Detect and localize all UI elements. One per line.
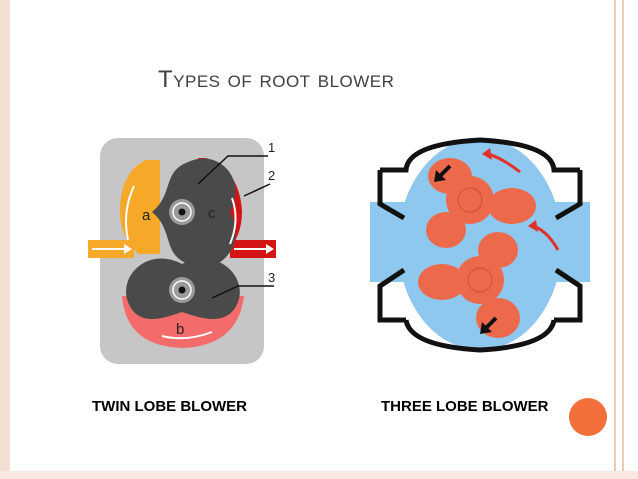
leader-line-2 bbox=[243, 183, 271, 197]
outlet-flow-arrow bbox=[229, 197, 237, 245]
part-number-2: 2 bbox=[268, 168, 275, 183]
inlet-chamber bbox=[120, 160, 160, 254]
rotation-arrowhead-top bbox=[434, 170, 446, 182]
top-rotor bbox=[426, 158, 536, 248]
top-lobe-center bbox=[178, 208, 186, 216]
casing-right-bottom bbox=[554, 267, 583, 323]
accent-circle bbox=[569, 398, 607, 436]
flow-arrowhead-right bbox=[528, 220, 538, 232]
top-lobe-rotation-arrow bbox=[172, 202, 192, 222]
inlet-flow-arrow bbox=[125, 185, 135, 241]
bottom-rotor bbox=[418, 232, 520, 338]
three-lobe-blower-diagram bbox=[370, 137, 590, 353]
slide-title: Types of root blower bbox=[158, 66, 395, 93]
chamber-label-b: b bbox=[176, 321, 184, 338]
three-lobe-caption: THREE LOBE BLOWER bbox=[381, 398, 549, 415]
chamber-label-a: a bbox=[142, 207, 151, 224]
casing-left-top bbox=[377, 170, 406, 221]
bottom-flow-arrow bbox=[161, 331, 213, 340]
chamber-label-c: c bbox=[208, 205, 216, 222]
part-number-3: 3 bbox=[268, 270, 275, 285]
leader-line-3 bbox=[211, 285, 274, 299]
casing-left-bottom bbox=[377, 267, 406, 323]
part-number-1: 1 bbox=[268, 140, 275, 155]
rotation-arrowhead-bottom bbox=[480, 322, 492, 334]
twin-lobe-caption: TWIN LOBE BLOWER bbox=[92, 398, 247, 415]
slide-border-right-line bbox=[614, 0, 616, 479]
casing-bottom bbox=[403, 319, 557, 353]
bottom-lobe-center bbox=[178, 286, 186, 294]
outlet-arrowhead bbox=[266, 244, 274, 254]
flow-arrowhead-top-right bbox=[482, 148, 492, 160]
leader-line-1 bbox=[197, 155, 268, 185]
casing-right-top bbox=[554, 170, 583, 221]
slide-border-bottom bbox=[0, 471, 638, 479]
inlet-arrowhead bbox=[124, 244, 132, 254]
casing-top bbox=[380, 137, 580, 173]
twin-lobe-blower-diagram: a b c 1 2 3 bbox=[88, 138, 276, 364]
slide-border-left bbox=[0, 0, 10, 479]
bottom-lobe-rotation-arrow bbox=[172, 280, 192, 300]
slide-border-right-line-2 bbox=[622, 0, 624, 479]
